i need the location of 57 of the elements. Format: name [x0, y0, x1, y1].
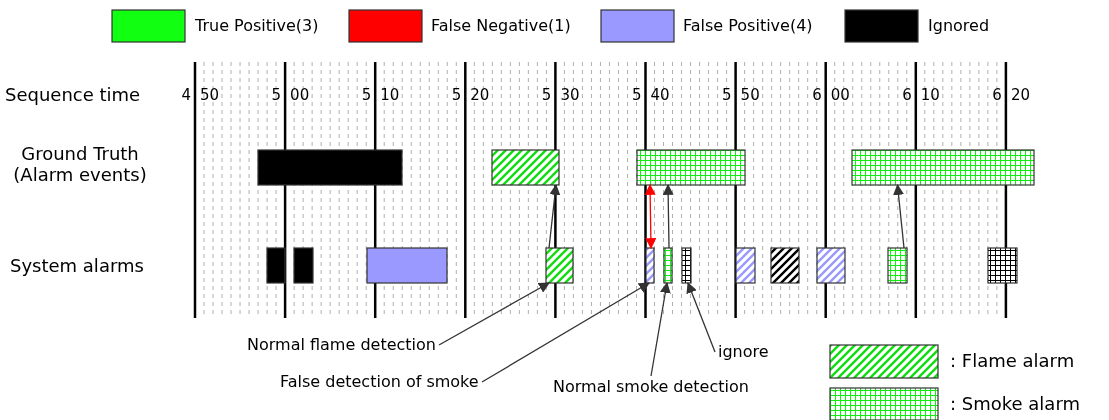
event-bar [257, 149, 403, 186]
time-label: 20 [1010, 87, 1030, 105]
alarm-bar [545, 247, 574, 284]
alarm-bar [681, 247, 692, 284]
leader-line [481, 282, 650, 383]
time-label: 5 [722, 87, 732, 105]
legend-label: False Positive(4) [683, 17, 813, 36]
event-bar [851, 149, 1035, 186]
time-label: 30 [560, 87, 580, 105]
event-bar [636, 149, 746, 186]
arrow [548, 183, 561, 249]
event-bar [491, 149, 560, 186]
time-label: 5 [631, 87, 642, 105]
alarm-bar [293, 247, 314, 284]
arrow [662, 183, 674, 249]
time-label: 50 [740, 87, 760, 105]
row-label: Ground Truth (Alarm events) [12, 144, 148, 186]
time-label: 00 [290, 87, 310, 105]
alarm-bar [266, 247, 286, 284]
alarm-bar [887, 247, 908, 284]
time-label: 4 [181, 87, 191, 105]
time-label: 6 [992, 87, 1002, 105]
callout-text: False detection of smoke [280, 373, 479, 392]
alarm-bar [770, 247, 800, 284]
time-label: 40 [650, 87, 670, 105]
time-label: 10 [920, 87, 940, 105]
alarm-bar [663, 247, 673, 284]
alarm-bar [645, 247, 655, 284]
legend-label: : Flame alarm [950, 351, 1075, 372]
time-label: 5 [541, 87, 552, 105]
row-label: Sequence time [5, 85, 141, 106]
leader-line [686, 282, 716, 353]
time-label: 10 [380, 87, 400, 105]
alarm-bar [735, 247, 756, 284]
time-label: 5 [451, 87, 462, 105]
leader-line [650, 281, 671, 377]
time-label: 00 [830, 87, 850, 105]
time-label: 6 [902, 87, 912, 105]
callout-text: Normal smoke detection [553, 378, 749, 397]
legend-label: True Positive(3) [195, 17, 319, 36]
alarm-bar [987, 247, 1018, 284]
arrow [644, 183, 657, 250]
arrow [893, 183, 905, 249]
alarm-bar [366, 247, 448, 284]
time-label: 20 [470, 87, 490, 105]
callout-text: Normal flame detection [247, 336, 436, 355]
time-label: 6 [812, 87, 822, 105]
callout-text: ignore [718, 343, 769, 362]
leader-line [438, 282, 550, 346]
legend-label: Ignored [928, 17, 990, 36]
time-label: 5 [271, 87, 282, 105]
alarm-bar [816, 247, 846, 284]
time-label: 5 [361, 87, 372, 105]
row-label: System alarms [10, 256, 144, 277]
time-label: 50 [200, 87, 220, 105]
legend-label: : Smoke alarm [950, 393, 1081, 415]
legend-label: False Negative(1) [431, 17, 571, 36]
